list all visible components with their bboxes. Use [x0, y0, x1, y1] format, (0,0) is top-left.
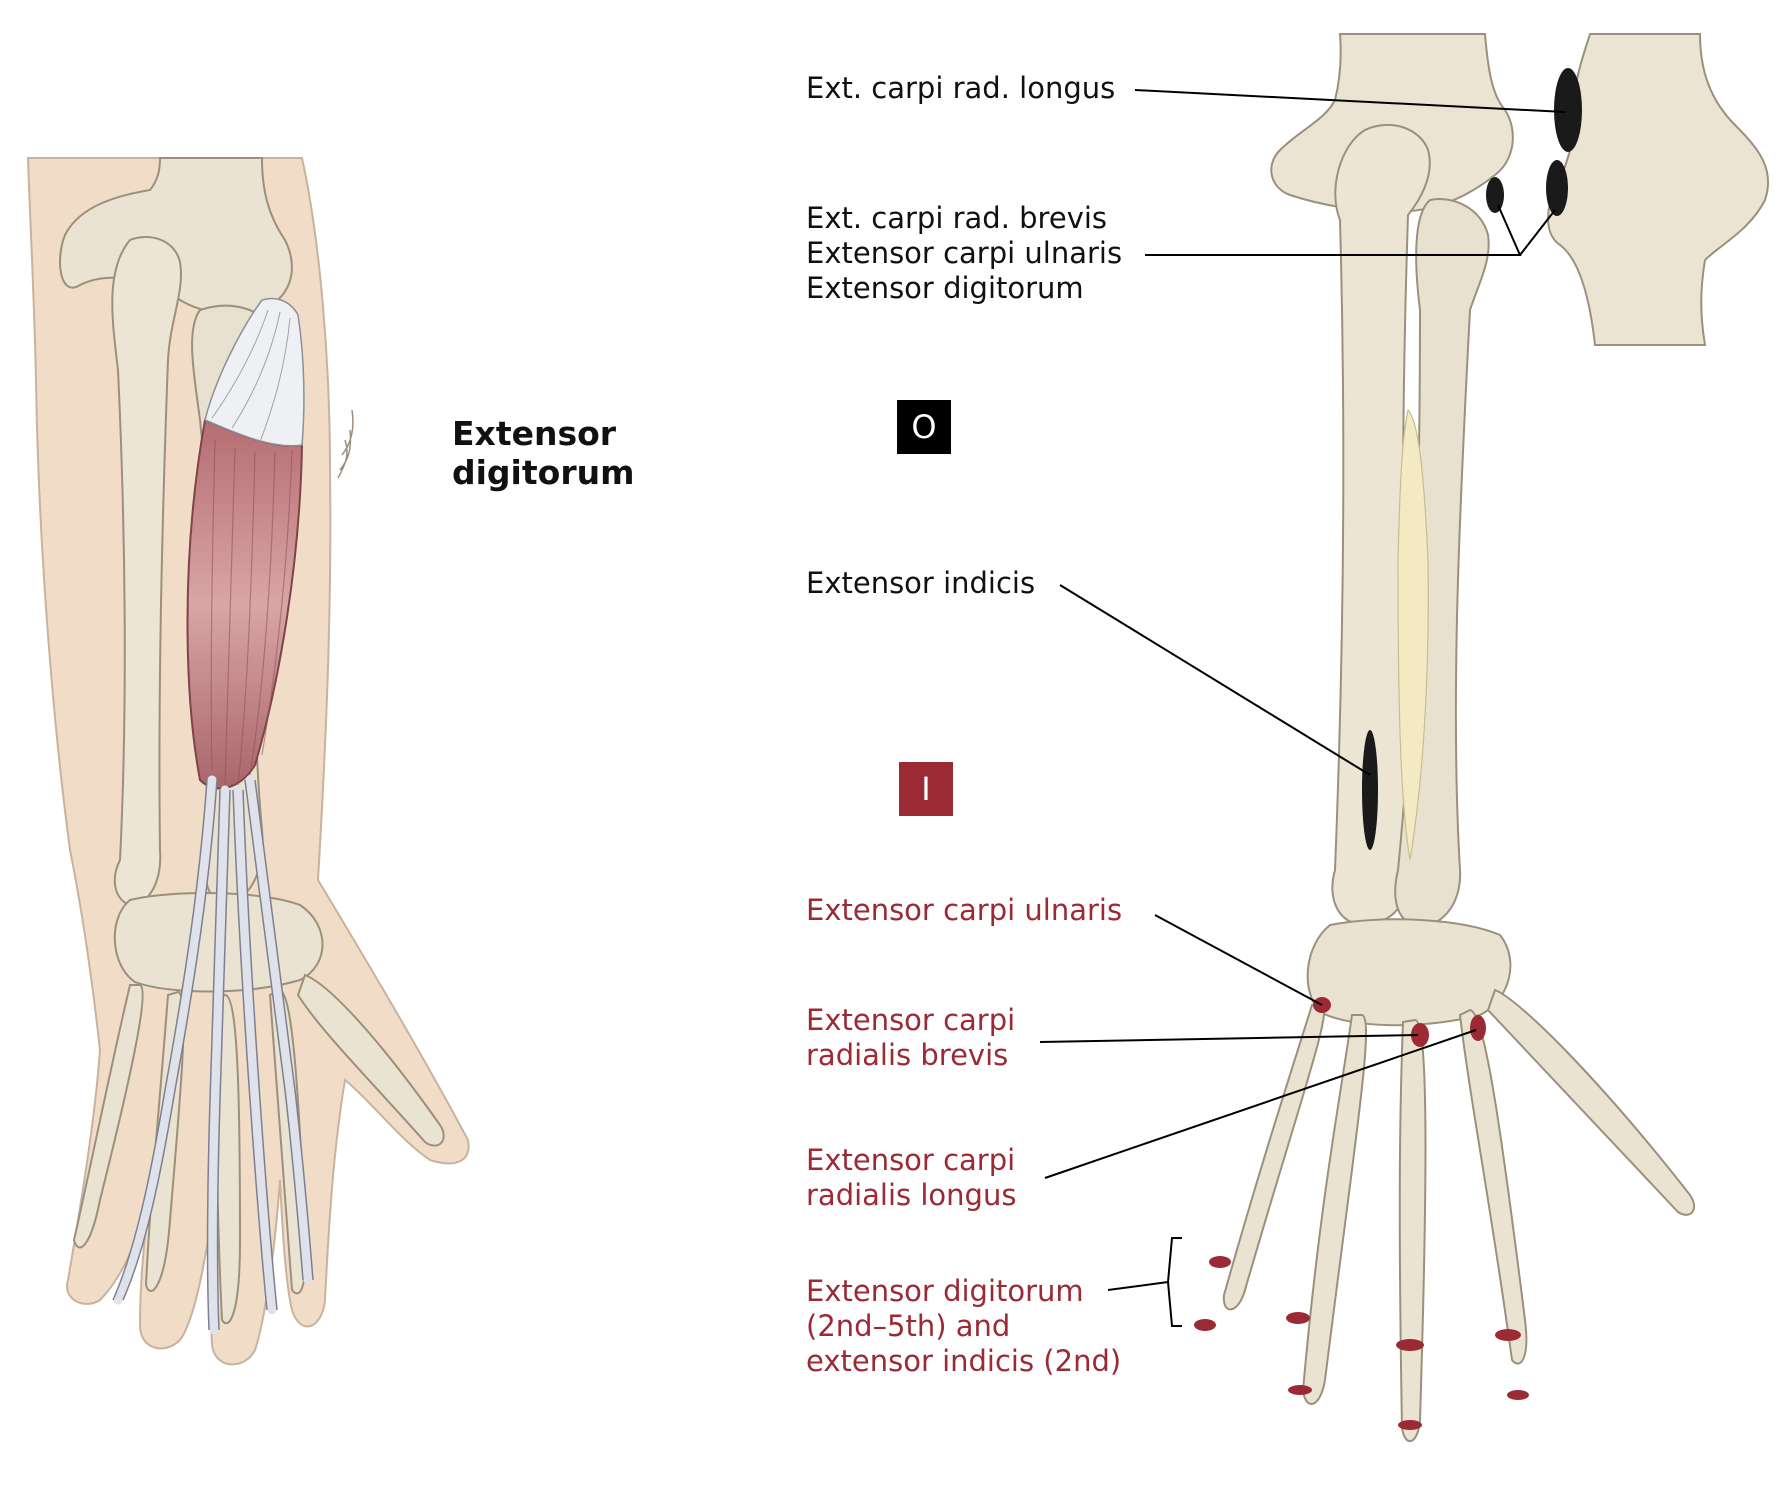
origin-label-ecrb: Ext. carpi rad. brevis — [806, 201, 1108, 235]
index-bones-right — [1458, 1008, 1528, 1365]
insertion-label-ecrb-line1: Extensor carpi — [806, 1003, 1016, 1037]
extensor-tendons — [113, 775, 313, 1335]
little-finger-bones — [72, 984, 144, 1249]
origin-label-ed: Extensor digitorum — [806, 271, 1084, 305]
ring-bones-right — [1301, 1014, 1368, 1405]
insertion-label-ecrb-line2: radialis brevis — [806, 1038, 1009, 1072]
figure-title: Extensor digitorum — [452, 414, 634, 492]
thumb-bones — [296, 973, 445, 1147]
insertion-badge: I — [899, 762, 953, 816]
origin-label-group: Ext. carpi rad. brevis Extensor carpi ul… — [806, 201, 1122, 306]
origin-label-ecu: Extensor carpi ulnaris — [806, 236, 1123, 270]
insertion-label-ed-line1: Extensor digitorum — [806, 1274, 1084, 1308]
interosseous-membrane — [1397, 408, 1429, 861]
insertion-label-ed-line3: extensor indicis (2nd) — [806, 1344, 1122, 1378]
figure-title-line2: digitorum — [452, 453, 635, 492]
little-bones-right — [1222, 1004, 1326, 1311]
common-extensor-tendon — [204, 297, 305, 447]
insertion-label-ed-line2: (2nd–5th) and — [806, 1309, 1011, 1343]
figure-title-line1: Extensor — [452, 414, 617, 453]
insertion-label-ed: Extensor digitorum (2nd–5th) and extenso… — [806, 1274, 1121, 1379]
carpal-bones-right — [1306, 918, 1512, 1027]
insertion-label-ecrl-line2: radialis longus — [806, 1178, 1017, 1212]
origin-label-ecrl: Ext. carpi rad. longus — [806, 71, 1116, 105]
right-skeleton-figure — [1039, 33, 1770, 1442]
middle-bones-right — [1398, 1018, 1427, 1442]
left-forearm-figure — [26, 157, 470, 1366]
elbow-inset — [1547, 33, 1770, 346]
insertion-label-ecrb: Extensor carpi radialis brevis — [806, 1003, 1015, 1073]
insertion-label-ecrl: Extensor carpi radialis longus — [806, 1143, 1016, 1213]
insertion-label-ecu: Extensor carpi ulnaris — [806, 893, 1123, 927]
origin-label-ei: Extensor indicis — [806, 566, 1036, 600]
index-finger-bones — [268, 988, 307, 1295]
origin-badge: O — [897, 400, 951, 454]
leader-lines — [1039, 89, 1566, 1327]
insertion-marks — [1194, 997, 1529, 1430]
artist-signature — [337, 409, 354, 479]
radius-bone — [111, 236, 182, 907]
origin-marks — [1362, 68, 1582, 850]
insertion-label-ecrl-line1: Extensor carpi — [806, 1143, 1016, 1177]
thumb-bones-right — [1486, 988, 1696, 1216]
